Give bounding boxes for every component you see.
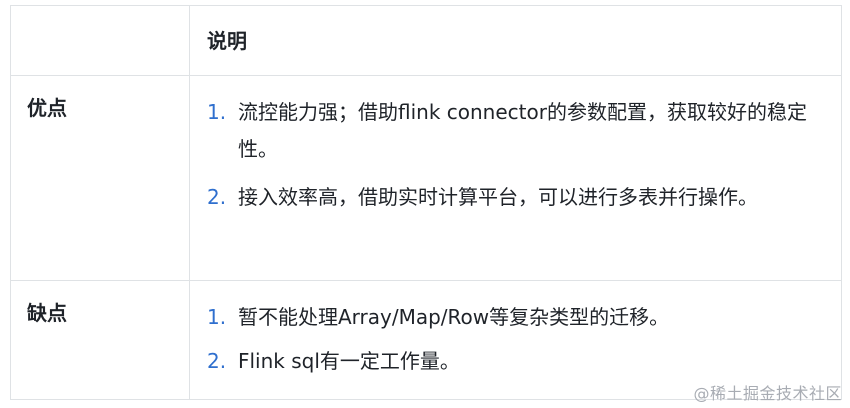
list-item-text: Flink sql有一定工作量。 (238, 349, 460, 373)
row-label-pros: 优点 (27, 96, 67, 120)
row-content-cell: 1. 暂不能处理Array/Map/Row等复杂类型的迁移。 2. Flink … (189, 280, 842, 400)
header-cell-empty (10, 5, 190, 76)
table-row-cons: 缺点 1. 暂不能处理Array/Map/Row等复杂类型的迁移。 2. Fli… (10, 280, 842, 400)
header-cell-description: 说明 (189, 5, 842, 76)
pros-cons-table: 说明 优点 1. 流控能力强；借助flink connector的参数配置，获取… (10, 5, 842, 400)
header-col1-text (11, 6, 189, 28)
row-label-cons: 缺点 (27, 301, 67, 325)
list-item-text: 暂不能处理Array/Map/Row等复杂类型的迁移。 (238, 305, 670, 329)
row-label-cell: 缺点 (10, 280, 190, 400)
header-col2-text: 说明 (207, 29, 247, 53)
row-content-cell: 1. 流控能力强；借助flink connector的参数配置，获取较好的稳定性… (189, 75, 842, 281)
row-label-cell: 优点 (10, 75, 190, 281)
list-item: 2. Flink sql有一定工作量。 (207, 343, 821, 380)
table-header-row: 说明 (10, 5, 842, 76)
list-item: 2. 接入效率高，借助实时计算平台，可以进行多表并行操作。 (207, 179, 821, 216)
list-item-number: 2. (207, 349, 227, 373)
list-item-number: 1. (207, 100, 227, 124)
list-item: 1. 暂不能处理Array/Map/Row等复杂类型的迁移。 (207, 299, 821, 336)
list-item-text: 接入效率高，借助实时计算平台，可以进行多表并行操作。 (238, 185, 758, 209)
list-item: 1. 流控能力强；借助flink connector的参数配置，获取较好的稳定性… (207, 94, 821, 168)
table-row-pros: 优点 1. 流控能力强；借助flink connector的参数配置，获取较好的… (10, 75, 842, 281)
list-item-number: 2. (207, 185, 227, 209)
list-item-number: 1. (207, 305, 227, 329)
list-item-text: 流控能力强；借助flink connector的参数配置，获取较好的稳定性。 (238, 100, 807, 161)
cons-list: 1. 暂不能处理Array/Map/Row等复杂类型的迁移。 2. Flink … (190, 281, 841, 380)
pros-list: 1. 流控能力强；借助flink connector的参数配置，获取较好的稳定性… (190, 76, 841, 216)
watermark: @稀土掘金技术社区 (693, 384, 842, 403)
